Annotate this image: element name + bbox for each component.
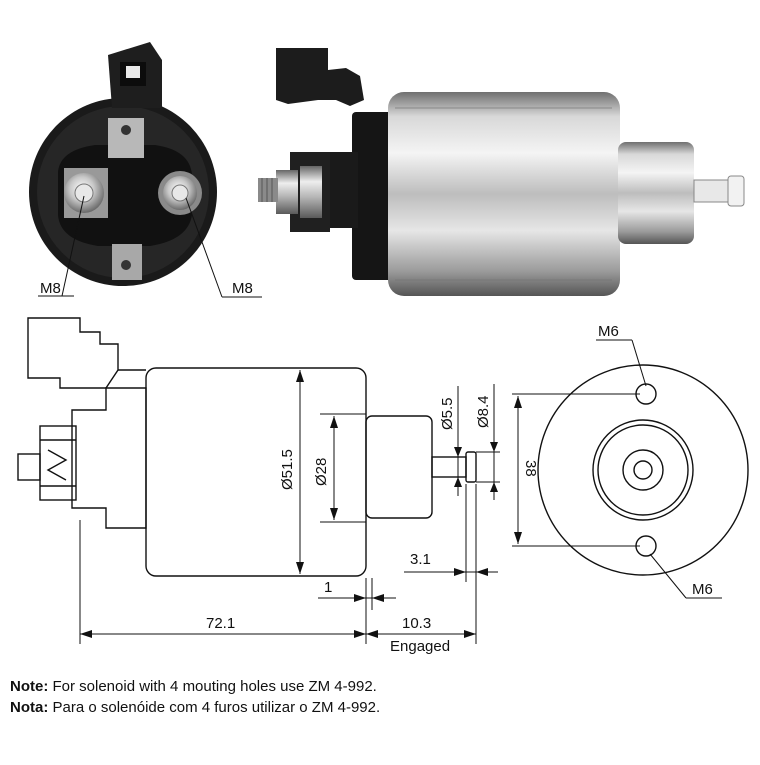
svg-text:3.1: 3.1 [410,551,431,568]
hole-label-bottom: M6 [692,581,713,598]
thread-label-right: M8 [232,280,253,297]
dim-gap: 1 [318,578,396,644]
hole-label-top: M6 [598,323,619,340]
svg-text:Engaged: Engaged [390,638,450,655]
side-view-drawing [17,317,477,577]
dim-hole-spacing: 38 [512,393,640,547]
dim-tip-length: 3.1 [404,484,498,644]
m8-right-leader [185,197,223,298]
svg-text:Ø51.5: Ø51.5 [279,449,296,490]
svg-text:Ø28: Ø28 [313,458,330,486]
svg-text:1: 1 [324,579,332,596]
m6-top-leader [631,339,647,387]
dim-engaged-stroke: 10.3 Engaged [366,615,476,655]
dim-tip-diameter: Ø8.4 [475,384,500,500]
m8-left-leader [61,195,85,297]
front-view-drawing [537,364,749,576]
note-en: Note: For solenoid with 4 mouting holes … [10,678,377,695]
notes: Note: For solenoid with 4 mouting holes … [10,676,380,718]
svg-text:72.1: 72.1 [206,615,235,632]
svg-text:10.3: 10.3 [402,615,431,632]
dim-plunger-diameter: Ø5.5 [439,386,462,496]
svg-text:Ø5.5: Ø5.5 [439,397,456,430]
dim-body-diameter: Ø51.5 [279,370,304,574]
m6-bottom-leader [649,553,687,599]
dim-overall-length: 72.1 [80,615,366,638]
dim-neck-diameter: Ø28 [313,413,366,523]
side-view-photo [258,48,745,296]
end-view-photo [29,42,217,286]
svg-text:38: 38 [522,460,539,477]
note-pt: Nota: Para o solenóide com 4 furos utili… [10,699,381,716]
thread-label-left: M8 [40,280,61,297]
svg-text:Ø8.4: Ø8.4 [475,395,492,428]
